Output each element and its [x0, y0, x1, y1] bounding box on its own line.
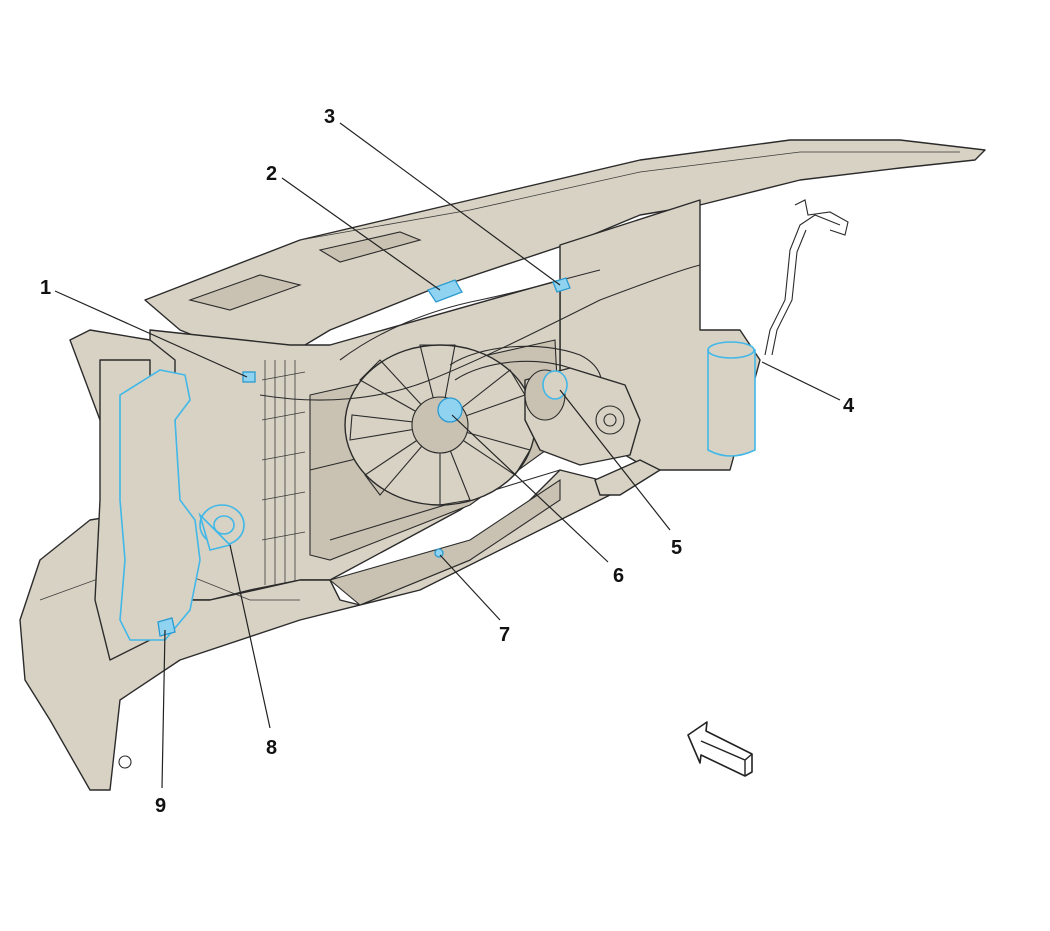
vehicle-front-structure — [19, 139, 986, 791]
ambient-sensor-connector — [242, 371, 256, 383]
cooling-fan — [344, 344, 536, 506]
sensor-3 — [552, 277, 571, 293]
hood-vent-2 — [318, 231, 422, 263]
washer-pump — [157, 617, 176, 637]
skid-plate — [328, 478, 561, 606]
callout-4: 4 — [843, 395, 855, 417]
callout-3: 3 — [324, 106, 335, 128]
leader-line-8 — [229, 544, 271, 729]
ac-fitting — [794, 199, 849, 236]
ac-line — [764, 214, 841, 356]
callout-1: 1 — [40, 277, 51, 299]
drain-plug — [434, 548, 444, 558]
leader-line-3 — [339, 122, 561, 286]
front-direction-arrow-icon — [687, 721, 753, 777]
ac-compressor — [524, 367, 641, 466]
fog-lamp-mount — [118, 755, 132, 769]
hood-edge — [299, 151, 960, 241]
radiator-fins — [261, 360, 306, 585]
lower-bracket — [594, 459, 661, 496]
callout-6: 6 — [613, 565, 624, 587]
sensor-bracket-2 — [427, 279, 463, 303]
leader-line-1 — [54, 290, 248, 378]
callout-9: 9 — [155, 795, 166, 817]
bumper-edge — [39, 559, 300, 601]
callout-2: 2 — [266, 163, 277, 185]
leader-line-6 — [451, 414, 609, 563]
callout-labels: 1 2 3 4 5 6 7 8 9 — [40, 106, 855, 817]
ac-accumulator — [707, 341, 756, 457]
ac-line-2 — [771, 229, 807, 356]
fan-clutch-hub — [437, 397, 463, 423]
horn-assembly — [198, 504, 245, 551]
washer-reservoir — [119, 369, 201, 641]
leader-line-4 — [761, 361, 841, 401]
leader-line-9 — [161, 629, 166, 789]
callout-5: 5 — [671, 537, 682, 559]
leader-line-5 — [559, 389, 671, 531]
callout-7: 7 — [499, 624, 510, 646]
callout-8: 8 — [266, 737, 277, 759]
hood-vent — [188, 274, 302, 311]
leader-line-7 — [439, 554, 501, 621]
wiring-harness — [259, 264, 701, 401]
leader-lines — [54, 122, 841, 789]
leader-line-2 — [281, 177, 441, 291]
